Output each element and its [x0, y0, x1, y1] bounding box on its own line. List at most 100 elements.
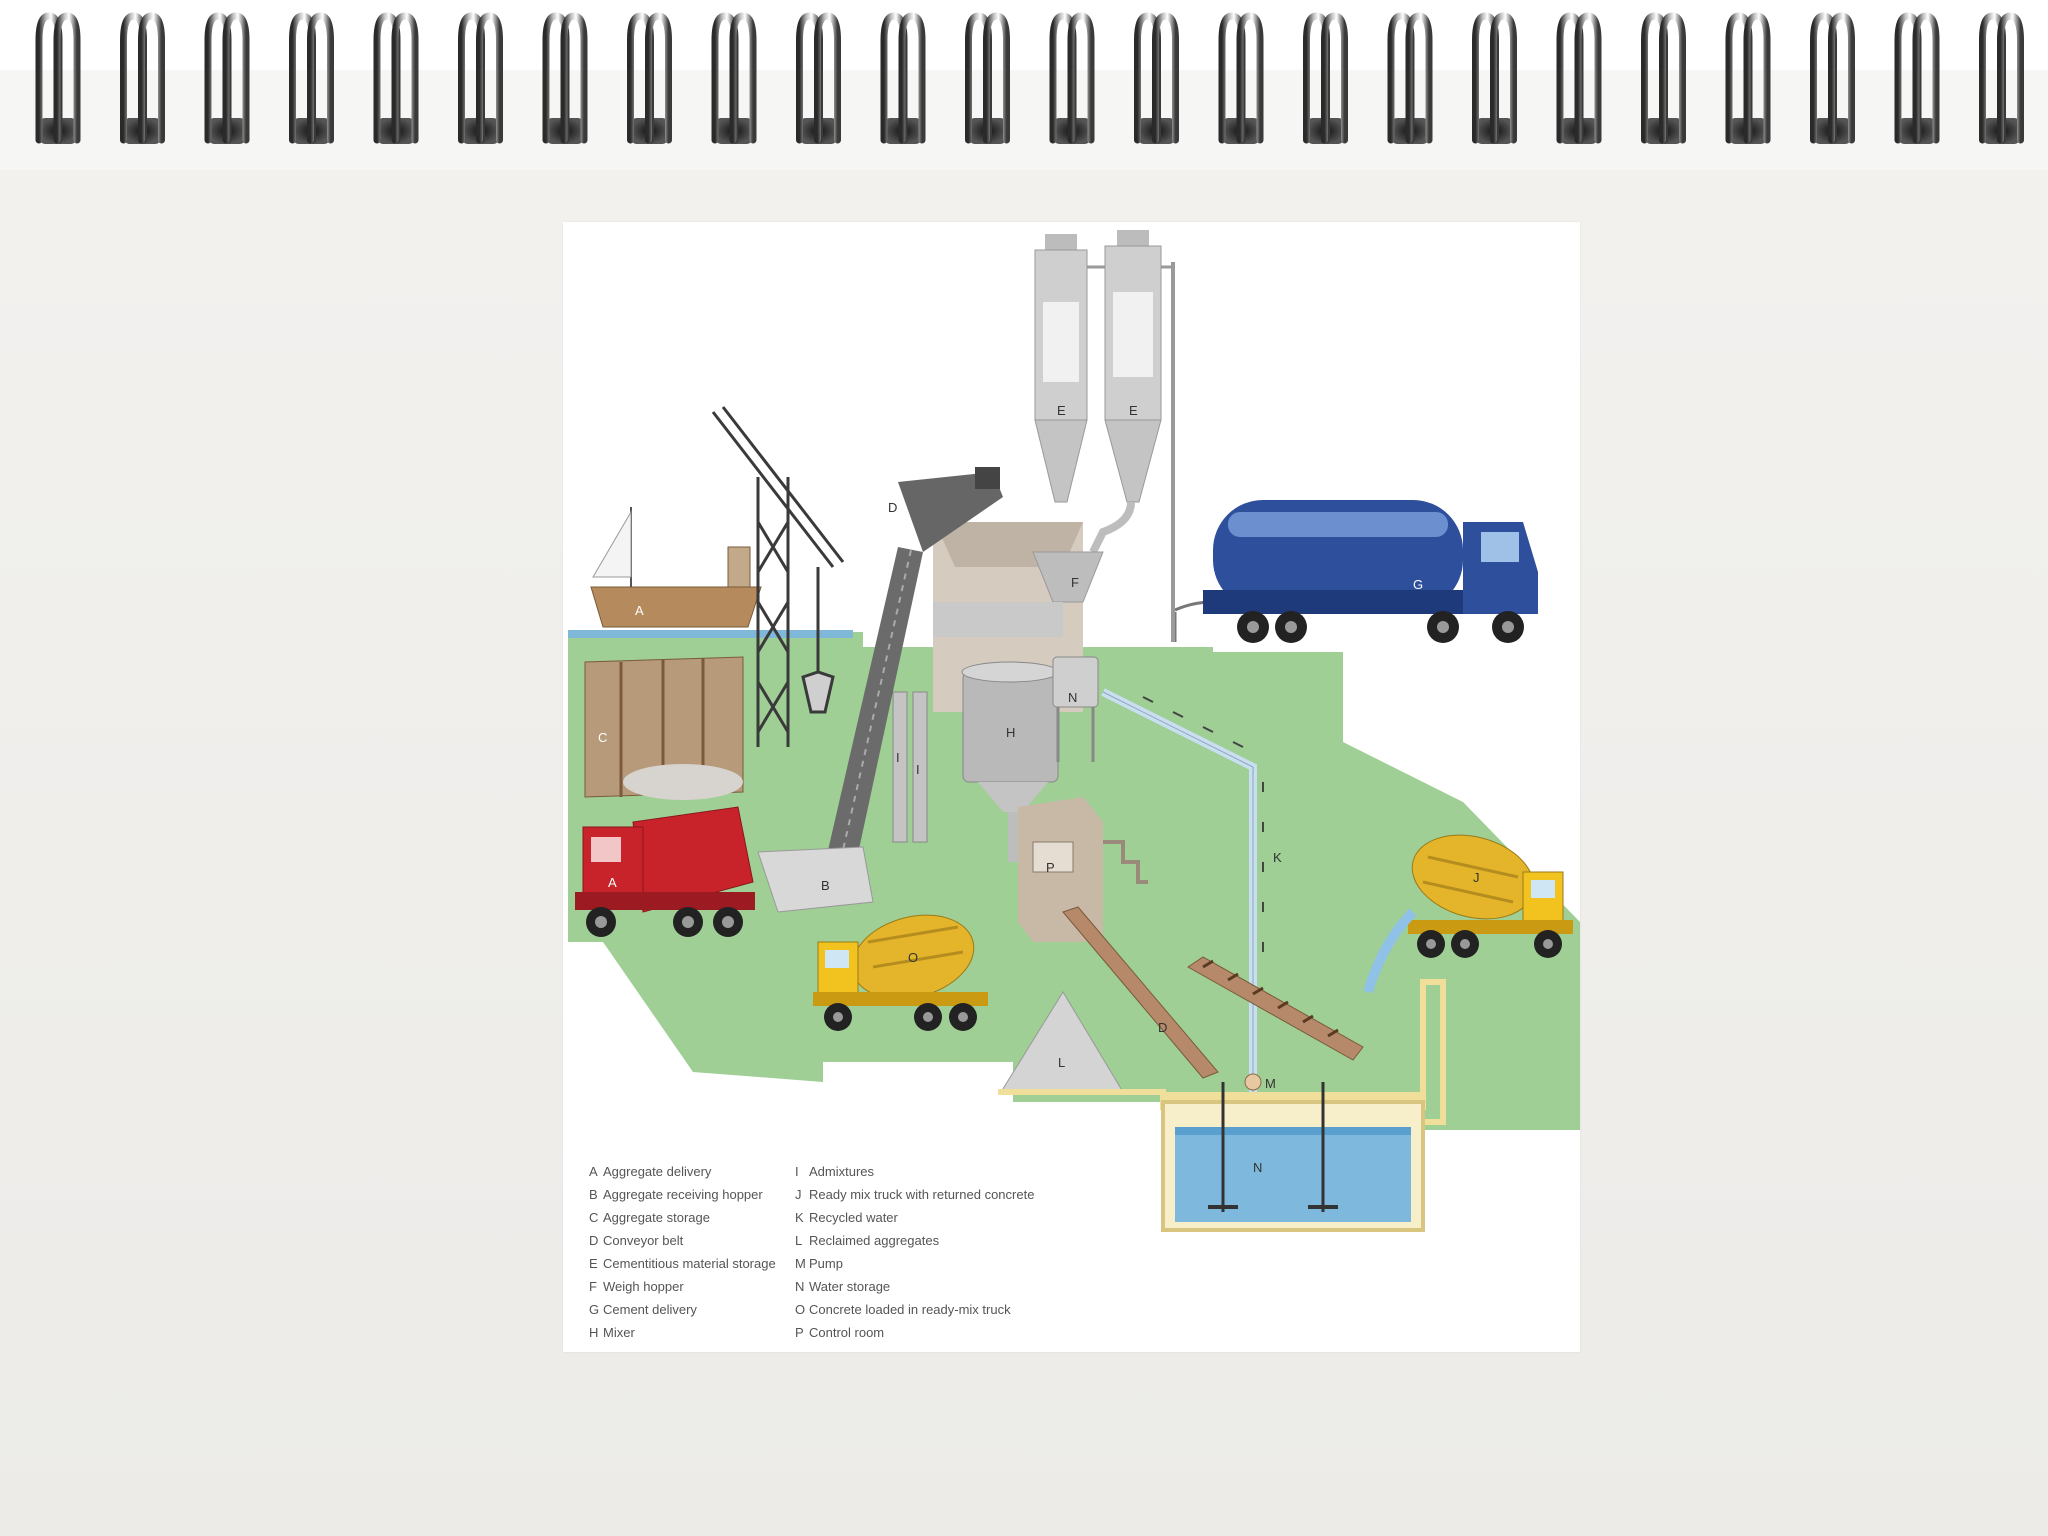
- shoreline: [568, 630, 853, 638]
- binding-ring: [289, 12, 334, 144]
- legend-item: I Admixtures: [795, 1160, 1034, 1183]
- label-m: M: [1265, 1076, 1276, 1091]
- label-g: G: [1413, 577, 1423, 592]
- binding-ring: [1894, 12, 1940, 144]
- loaded-ready-mix-truck: O: [813, 914, 988, 1031]
- legend-key: N: [795, 1279, 805, 1294]
- legend-item: D Conveyor belt: [589, 1229, 776, 1252]
- binding-ring: [458, 12, 503, 144]
- legend-key: D: [589, 1233, 599, 1248]
- legend-text: Aggregate receiving hopper: [603, 1187, 763, 1202]
- legend-text: Weigh hopper: [603, 1279, 684, 1294]
- label-p: P: [1046, 860, 1055, 875]
- binding-ring: [1725, 12, 1771, 144]
- legend-text: Conveyor belt: [603, 1233, 684, 1248]
- legend-key: K: [795, 1210, 804, 1225]
- legend-item: B Aggregate receiving hopper: [589, 1183, 776, 1206]
- legend-text: Aggregate delivery: [603, 1164, 712, 1179]
- label-o: O: [908, 950, 918, 965]
- binding-ring: [1049, 12, 1095, 144]
- label-n-tank: N: [1068, 690, 1077, 705]
- control-room: P: [1018, 797, 1148, 942]
- binding-ring: [1810, 12, 1855, 144]
- label-h: H: [1006, 725, 1015, 740]
- legend-key: G: [589, 1302, 600, 1317]
- label-a-ship: A: [635, 603, 644, 618]
- binding-ring: [880, 12, 926, 144]
- label-d-bottom: D: [1158, 1020, 1167, 1035]
- spiral-binding: [0, 0, 2048, 170]
- aggregate-storage: C: [584, 656, 744, 800]
- legend-text: Ready mix truck with returned concrete: [809, 1187, 1035, 1202]
- legend-text: Water storage: [809, 1279, 891, 1294]
- legend-key: I: [795, 1164, 799, 1179]
- binding-ring: [1641, 12, 1686, 144]
- binding-ring: [35, 12, 81, 144]
- label-l: L: [1058, 1055, 1065, 1070]
- binding-ring: [1134, 12, 1179, 144]
- legend-text: Cement delivery: [603, 1302, 697, 1317]
- legend-key: H: [589, 1325, 599, 1340]
- binding-ring: [1387, 12, 1433, 144]
- legend-text: Aggregate storage: [603, 1210, 710, 1225]
- legend-key: J: [795, 1187, 802, 1202]
- legend-text: Cementitious material storage: [603, 1256, 776, 1271]
- label-d-top: D: [888, 500, 897, 515]
- legend-text: Pump: [809, 1256, 843, 1271]
- label-n: N: [1253, 1160, 1262, 1175]
- legend-key: B: [589, 1187, 598, 1202]
- label-i1: I: [896, 750, 900, 765]
- binding-ring: [120, 12, 165, 144]
- binding-ring: [204, 12, 250, 144]
- receiving-hopper: B: [757, 846, 874, 913]
- concrete-plant-diagram: G E E F H: [568, 230, 1580, 1232]
- conveyor-belt: D: [823, 467, 1003, 877]
- legend-key: F: [589, 1279, 597, 1294]
- label-b: B: [821, 878, 830, 893]
- label-c: C: [598, 730, 607, 745]
- reclaimer-screws: D: [1062, 906, 1364, 1079]
- legend-item: A Aggregate delivery: [589, 1160, 776, 1183]
- legend-key: P: [795, 1325, 804, 1340]
- binding-ring: [627, 12, 672, 144]
- label-k: K: [1273, 850, 1282, 865]
- legend-key: A: [589, 1164, 598, 1179]
- recycled-water-pipe: K: [1101, 688, 1282, 1152]
- binding-ring: [1979, 12, 2024, 144]
- plant-figure: G E E F H: [563, 222, 1580, 1352]
- binding-ring: [373, 12, 419, 144]
- binding-ring: [965, 12, 1010, 144]
- legend-text: Admixtures: [809, 1164, 875, 1179]
- legend-item: E Cementitious material storage: [589, 1252, 776, 1275]
- silos: E E: [1034, 230, 1175, 642]
- legend-key: E: [589, 1256, 598, 1271]
- label-f: F: [1071, 575, 1079, 590]
- label-e1: E: [1057, 403, 1066, 418]
- cement-delivery-truck: G: [1173, 500, 1538, 643]
- binding-ring: [1218, 12, 1264, 144]
- plant-building: F H I I N: [892, 522, 1104, 862]
- label-a-truck: A: [608, 875, 617, 890]
- water-system: N M: [998, 979, 1446, 1232]
- legend-item: N Water storage: [795, 1275, 1034, 1298]
- aggregate-ship: A: [590, 507, 762, 628]
- returned-ready-mix-truck: J: [1363, 834, 1573, 994]
- legend-item: L Reclaimed aggregates: [795, 1229, 1034, 1252]
- binding-ring: [1556, 12, 1602, 144]
- label-j: J: [1473, 870, 1480, 885]
- binding-ring: [796, 12, 841, 144]
- binding-ring: [1303, 12, 1348, 144]
- legend-text: Concrete loaded in ready-mix truck: [809, 1302, 1011, 1317]
- legend-key: L: [795, 1233, 803, 1248]
- label-i2: I: [916, 762, 920, 777]
- legend-text: Reclaimed aggregates: [809, 1233, 940, 1248]
- legend-key: M: [795, 1256, 806, 1271]
